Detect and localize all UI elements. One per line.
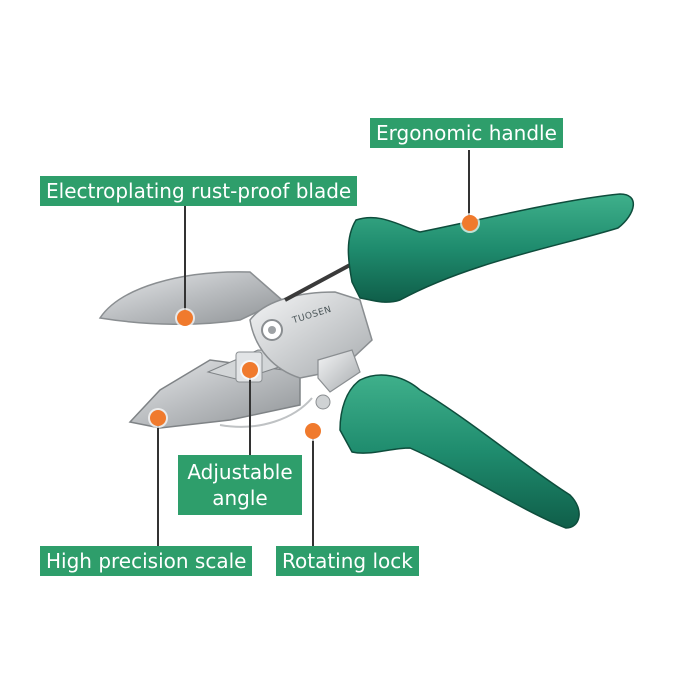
leader-line-blade xyxy=(184,202,186,318)
callout-adjustable-angle-line1: Adjustable xyxy=(187,460,293,484)
lower-handle xyxy=(339,374,580,529)
scale-arc xyxy=(219,397,313,428)
rotating-lock-lever xyxy=(317,349,361,393)
marker-dot-lock xyxy=(305,423,321,439)
callout-high-precision-scale: High precision scale xyxy=(40,546,253,576)
marker-dot-angle xyxy=(242,362,258,378)
marker-dot-scale xyxy=(150,410,166,426)
leader-line-angle xyxy=(249,372,251,458)
leader-line-scale xyxy=(157,420,159,548)
callout-adjustable-angle-line2: angle xyxy=(212,486,268,510)
upper-handle xyxy=(347,193,634,303)
marker-dot-blade xyxy=(177,310,193,326)
spring xyxy=(284,263,351,302)
upper-blade xyxy=(98,271,284,325)
callout-rust-proof-blade: Electroplating rust-proof blade xyxy=(40,176,358,206)
marker-dot-handle xyxy=(462,215,478,231)
leader-line-handle xyxy=(468,150,470,222)
callout-ergonomic-handle: Ergonomic handle xyxy=(370,118,563,148)
callout-adjustable-angle: Adjustable angle xyxy=(178,455,302,515)
callout-rotating-lock: Rotating lock xyxy=(276,546,419,576)
leader-line-lock xyxy=(312,432,314,548)
